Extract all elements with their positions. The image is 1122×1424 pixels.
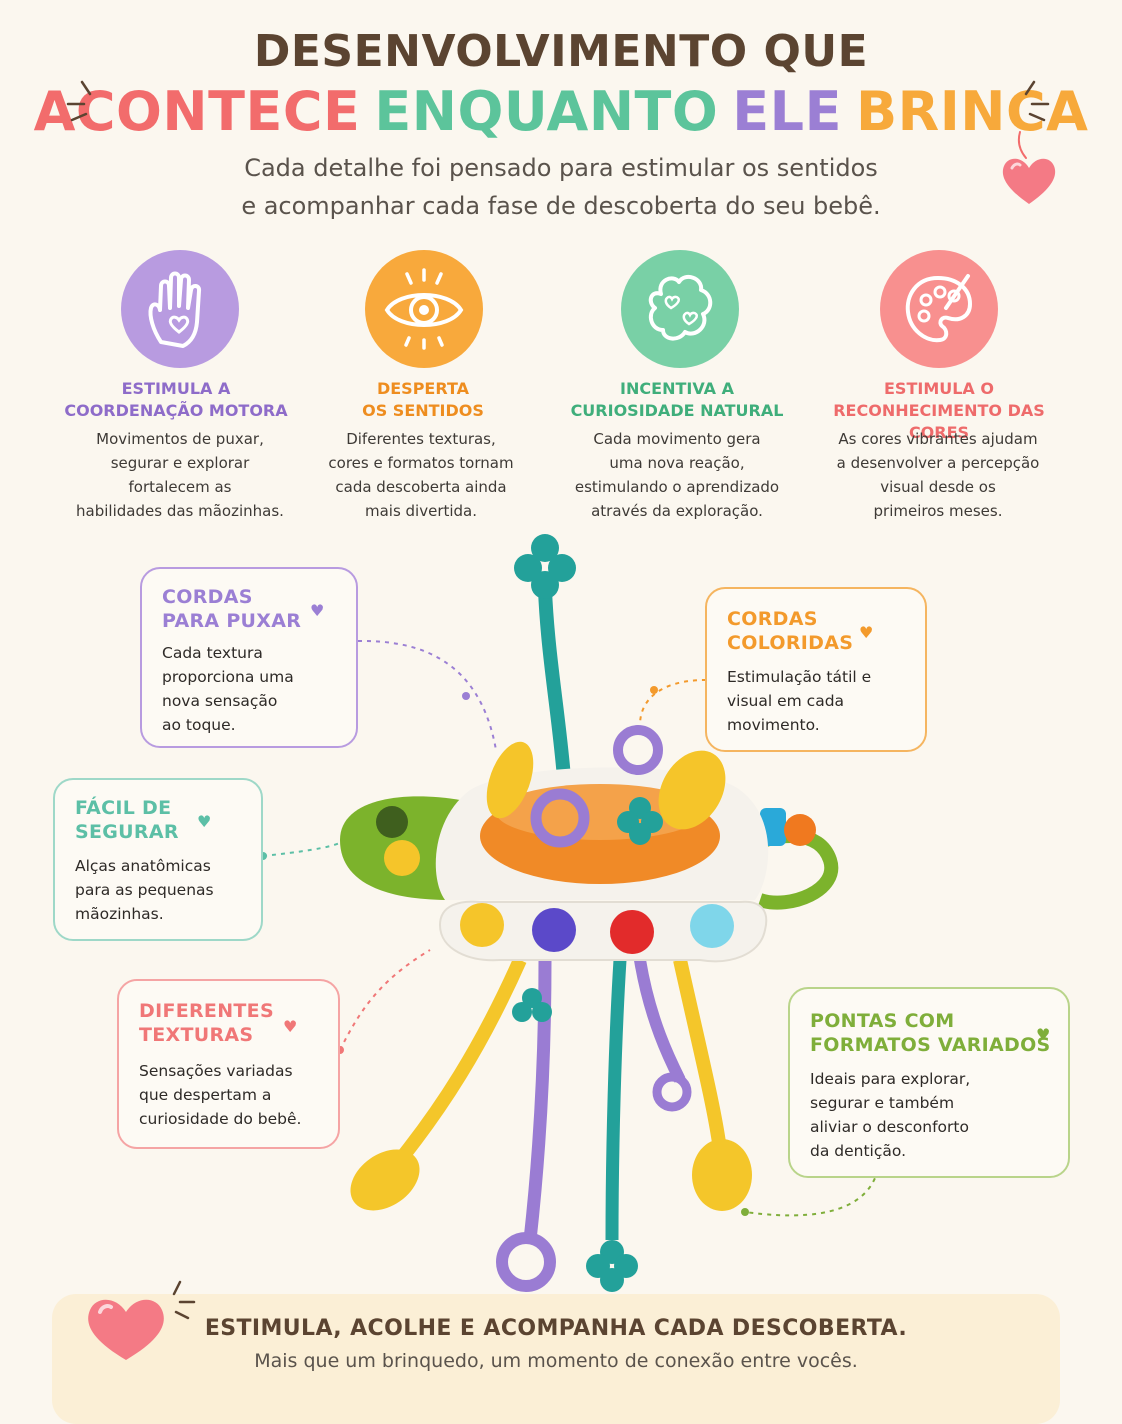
brain-heart-icon [621, 250, 739, 368]
sparkle-left-icon [66, 80, 92, 122]
feature-desc-senses: Diferentes texturas,cores e formatos tor… [328, 430, 514, 520]
heart-icon: ♥ [283, 1017, 298, 1036]
heart-icon: ♥ [859, 623, 874, 642]
heart-deco-icon [1002, 131, 1056, 204]
toy-illustration [340, 534, 839, 1292]
heart-icon: ♥ [197, 812, 212, 831]
heart-banner-icon [88, 1280, 196, 1360]
heart-icon: ♥ [310, 601, 325, 620]
subtitle-line2: e acompanhar cada fase de descoberta do … [241, 192, 881, 220]
palette-icon [880, 250, 998, 368]
title-word-3: ELE [732, 80, 842, 143]
title-word-2: ENQUANTO [374, 80, 719, 143]
title-word-4: BRINCA [855, 80, 1089, 143]
eye-icon [365, 250, 483, 368]
hand-heart-icon [121, 250, 239, 368]
page-title-line1: DESENVOLVIMENTO QUE [253, 26, 869, 77]
sparkle-right-icon [1024, 80, 1050, 122]
banner-title: ESTIMULA, ACOLHE E ACOMPANHA CADA DESCOB… [204, 1316, 908, 1341]
subtitle-line1: Cada detalhe foi pensado para estimular … [244, 154, 878, 182]
banner-subtitle: Mais que um brinquedo, um momento de con… [254, 1350, 858, 1372]
heart-icon: ♥ [1036, 1025, 1051, 1044]
